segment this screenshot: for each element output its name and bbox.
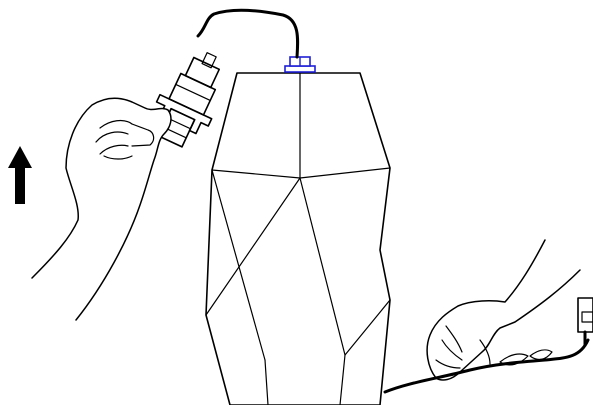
bulb-socket xyxy=(155,52,221,148)
top-cable xyxy=(196,8,300,59)
arrow-up-icon xyxy=(8,146,32,204)
power-cable xyxy=(383,338,590,394)
right-hand xyxy=(426,239,581,381)
power-plug-icon xyxy=(577,297,593,347)
left-hand xyxy=(31,97,172,321)
blue-connector-icon xyxy=(284,56,316,73)
cable-loop xyxy=(499,353,529,366)
lamp-body xyxy=(205,72,391,405)
